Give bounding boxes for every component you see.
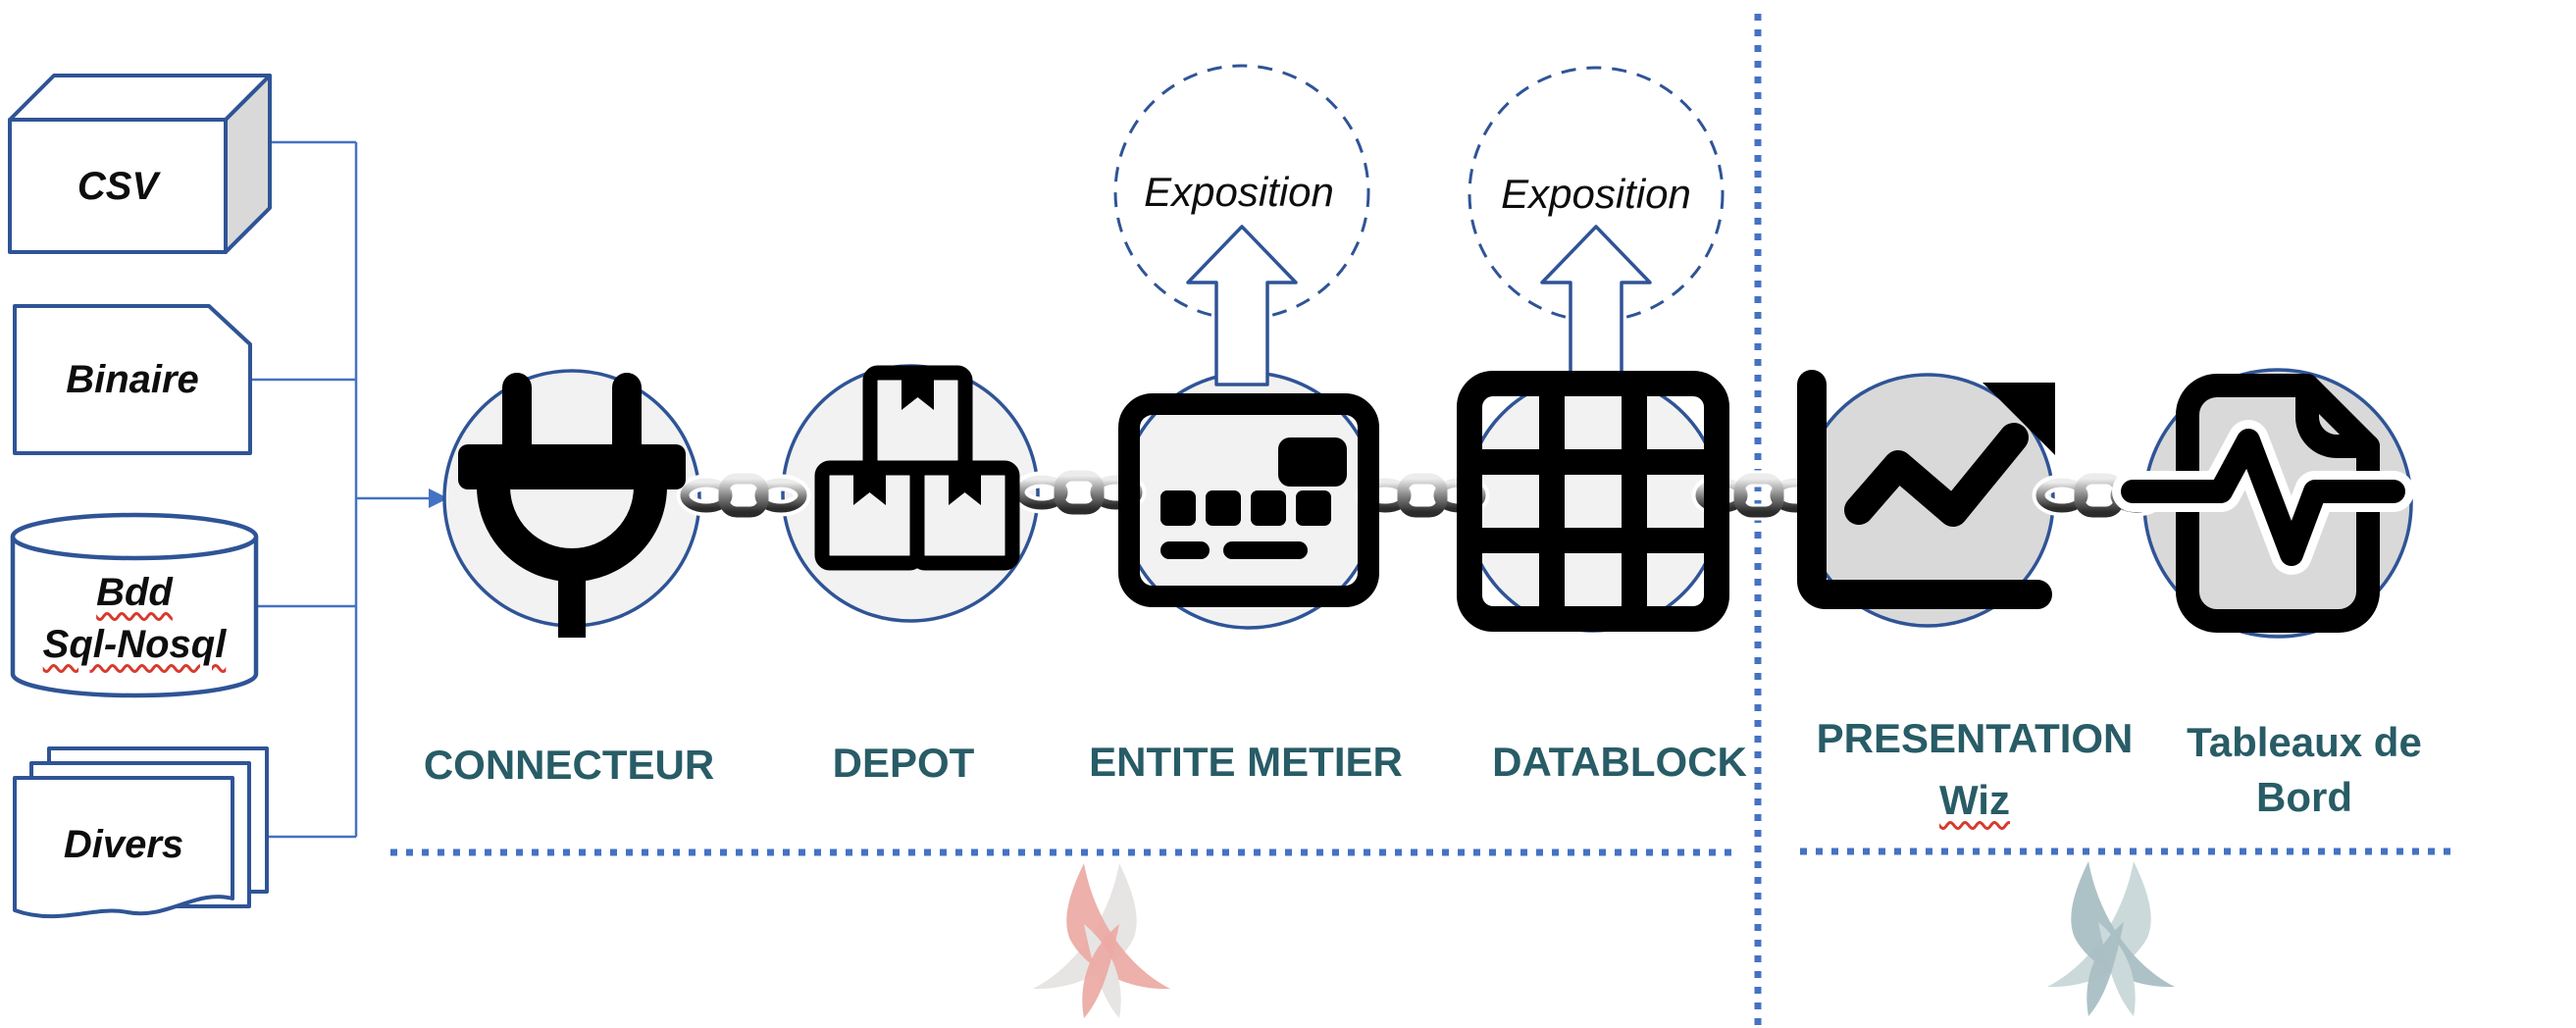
tableaux-label-line1: Tableaux de [2187,719,2422,765]
datablock-label: DATABLOCK [1492,739,1747,785]
bdd-label: Bdd Sql-Nosql [17,567,252,671]
file-pulse-icon [2112,374,2414,633]
binaire-source-shape [13,304,252,455]
datablock-node-circle [1464,374,1723,633]
tableaux-label: Tableaux de Bord [2133,715,2476,825]
presentation-label-line2: Wiz [1939,777,2010,823]
depot-label: DEPOT [832,740,975,786]
logo-watermark-left [1033,863,1170,1018]
divers-source-shape [13,746,269,919]
exposition-arrow-entite [1186,225,1298,386]
bdd-label-line1: Bdd [96,571,173,614]
plug-icon [458,373,686,638]
exposition-arrows [1186,225,1652,386]
csv-label: CSV [77,165,159,208]
exposition-circle-datablock [1468,66,1725,323]
card-terminal-icon [1118,393,1379,607]
source-connector-lines [250,140,430,839]
binaire-label: Binaire [66,358,199,401]
tableaux-label-line2: Bord [2256,774,2352,820]
exposition-circle-entite [1113,64,1370,321]
presentation-label: PRESENTATION Wiz [1803,707,2146,831]
line-chart-icon [1797,370,2055,609]
divers-label: Divers [63,823,184,866]
table-grid-icon [1457,371,1729,632]
presentation-label-line1: PRESENTATION [1816,715,2134,761]
connector-arrowhead [429,488,448,508]
connecteur-label: CONNECTEUR [423,742,715,788]
exposition-dashed-circles [1113,64,1725,323]
chain-link [1011,467,1147,518]
csv-source-shape [8,74,272,254]
logo-watermark-right [2047,861,2175,1016]
entite-metier-label: ENTITE METIER [1089,739,1403,785]
exposition-label-datablock: Exposition [1501,171,1691,217]
stacked-boxes-icon [814,365,1020,571]
chain-link [676,470,811,521]
bdd-label-line2: Sql-Nosql [42,623,227,666]
bdd-source-shape [10,512,259,698]
exposition-label-entite: Exposition [1144,169,1334,215]
dotted-separators [390,14,2459,1028]
